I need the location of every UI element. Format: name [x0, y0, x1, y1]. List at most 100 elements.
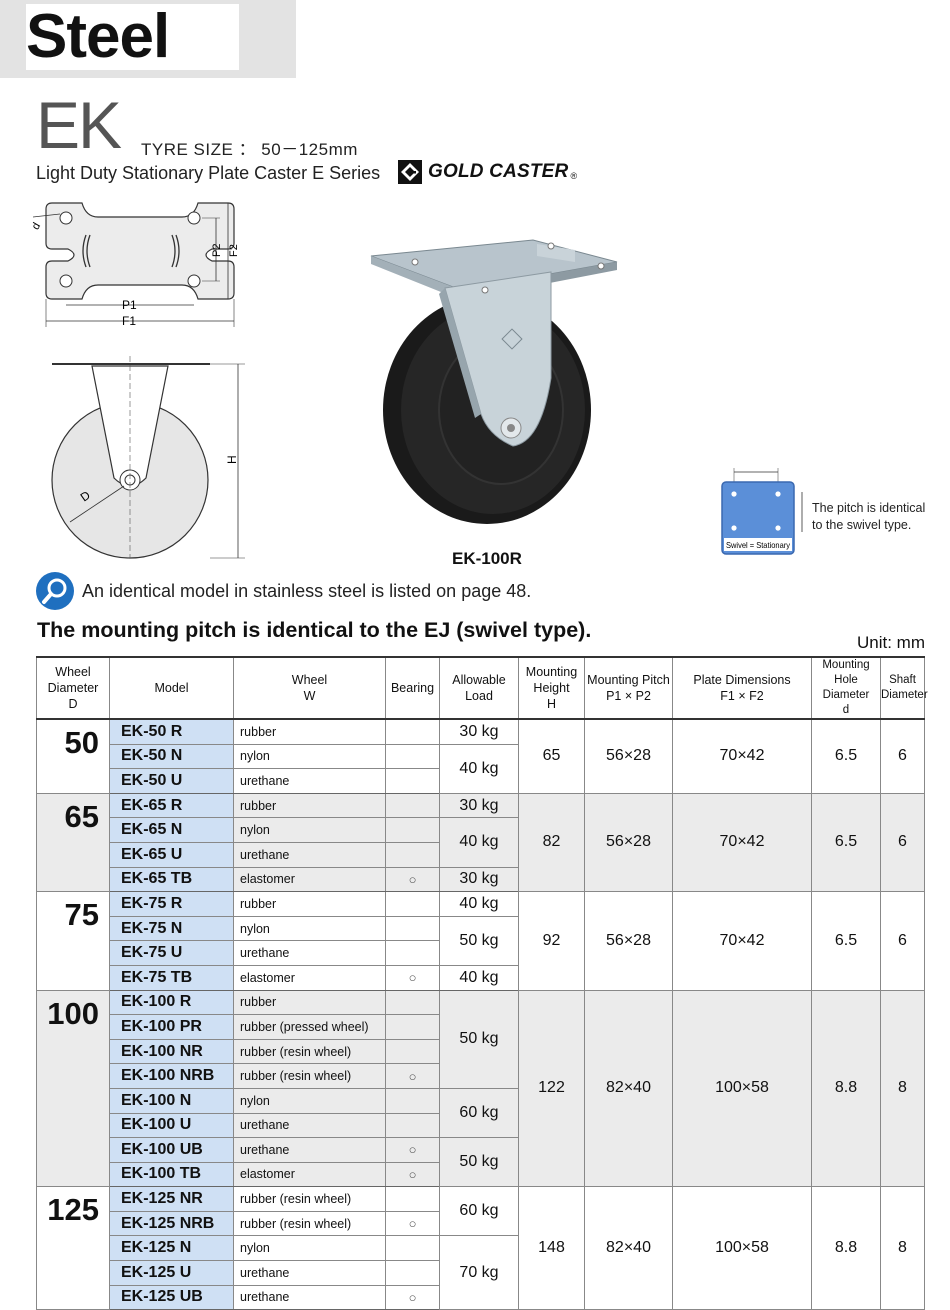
wheel-type-cell: rubber — [233, 718, 386, 745]
bearing-cell — [385, 792, 440, 819]
mounting-height-cell: 92 — [518, 891, 585, 991]
dim-f2-label: F2 — [228, 244, 240, 257]
caster-photo — [370, 239, 618, 524]
model-cell: EK-65 N — [109, 817, 234, 843]
gold-caster-logo-icon — [398, 160, 422, 184]
mount-heading: The mounting pitch is identical to the E… — [37, 618, 592, 642]
model-cell: EK-65 TB — [109, 866, 234, 893]
model-cell: EK-100 TB — [109, 1161, 234, 1188]
bearing-cell: ○ — [385, 964, 440, 991]
model-cell: EK-100 PR — [109, 1014, 234, 1040]
bearing-cell — [385, 841, 440, 868]
bearing-cell — [385, 1087, 440, 1114]
wheel-diameter-cell: 50 — [36, 718, 110, 794]
allowable-load-cell: 50 kg — [439, 1137, 519, 1188]
mounting-pitch-cell: 56×28 — [584, 891, 673, 991]
wheel-type-cell: urethane — [233, 1260, 386, 1286]
plate-dimensions-cell: 70×42 — [672, 891, 812, 991]
wheel-type-cell: rubber (pressed wheel) — [233, 1014, 386, 1040]
shaft-diameter-cell: 6 — [880, 891, 925, 991]
mounting-pitch-cell: 82×40 — [584, 1186, 673, 1310]
mounting-height-cell: 65 — [518, 718, 585, 794]
mounting-hole-cell: 6.5 — [811, 718, 881, 794]
allowable-load-cell: 40 kg — [439, 743, 519, 794]
wheel-diameter-cell: 125 — [36, 1186, 110, 1310]
model-cell: EK-50 R — [109, 718, 234, 745]
wheel-type-cell: urethane — [233, 940, 386, 966]
allowable-load-cell: 40 kg — [439, 891, 519, 917]
bearing-cell: ○ — [385, 1063, 440, 1089]
wheel-type-cell: rubber (resin wheel) — [233, 1038, 386, 1065]
allowable-load-cell: 60 kg — [439, 1186, 519, 1237]
brand-name: GOLD CASTER — [428, 161, 569, 182]
allowable-load-cell: 50 kg — [439, 915, 519, 966]
model-cell: EK-50 U — [109, 768, 234, 794]
dim-p2-label: P2 — [211, 244, 223, 257]
mounting-height-cell: 82 — [518, 792, 585, 893]
model-cell: EK-125 NR — [109, 1186, 234, 1212]
stainless-note: An identical model in stainless steel is… — [36, 572, 531, 610]
plate-dimensions-cell: 100×58 — [672, 989, 812, 1188]
model-cell: EK-100 NRB — [109, 1063, 234, 1089]
wheel-type-cell: nylon — [233, 743, 386, 770]
model-cell: EK-100 U — [109, 1112, 234, 1139]
bearing-cell — [385, 915, 440, 942]
allowable-load-cell: 30 kg — [439, 792, 519, 819]
model-cell: EK-65 U — [109, 841, 234, 868]
mounting-hole-cell: 6.5 — [811, 891, 881, 991]
mounting-hole-cell: 8.8 — [811, 989, 881, 1188]
wheel-type-cell: nylon — [233, 817, 386, 843]
wheel-type-cell: urethane — [233, 768, 386, 794]
wheel-type-cell: rubber — [233, 891, 386, 917]
pitch-diagram: Swivel = Stationary — [721, 468, 803, 555]
bearing-cell — [385, 1112, 440, 1139]
model-cell: EK-75 TB — [109, 964, 234, 991]
model-code: EK — [36, 88, 122, 162]
bearing-cell — [385, 817, 440, 843]
bearing-cell: ○ — [385, 1161, 440, 1188]
tyre-size: TYRE SIZE ： 50－125mm — [141, 140, 358, 159]
bearing-cell: ○ — [385, 1210, 440, 1237]
mounting-height-cell: 148 — [518, 1186, 585, 1310]
bearing-cell: ○ — [385, 1284, 440, 1310]
category-title: Steel — [26, 4, 240, 70]
bearing-cell — [385, 1038, 440, 1065]
registered-mark: ® — [570, 171, 578, 181]
wheel-type-cell: nylon — [233, 1087, 386, 1114]
pitch-note: The pitch is identical to the swivel typ… — [812, 500, 925, 534]
wheel-type-cell: rubber — [233, 989, 386, 1016]
bearing-cell — [385, 891, 440, 917]
wheel-diameter-cell: 75 — [36, 891, 110, 991]
bearing-cell — [385, 940, 440, 966]
model-cell: EK-50 N — [109, 743, 234, 770]
allowable-load-cell: 40 kg — [439, 964, 519, 991]
brand-logo: GOLD CASTER ® — [398, 160, 577, 184]
allowable-load-cell: 30 kg — [439, 866, 519, 893]
wheel-type-cell: urethane — [233, 1137, 386, 1163]
bearing-cell: ○ — [385, 866, 440, 893]
allowable-load-cell: 30 kg — [439, 718, 519, 745]
dim-d-label: d — [30, 221, 43, 232]
bearing-cell — [385, 743, 440, 770]
photo-caption: EK-100R — [452, 549, 522, 568]
model-cell: EK-125 U — [109, 1260, 234, 1286]
top-view-drawing: d P1 F1 P2 F2 — [30, 202, 240, 328]
